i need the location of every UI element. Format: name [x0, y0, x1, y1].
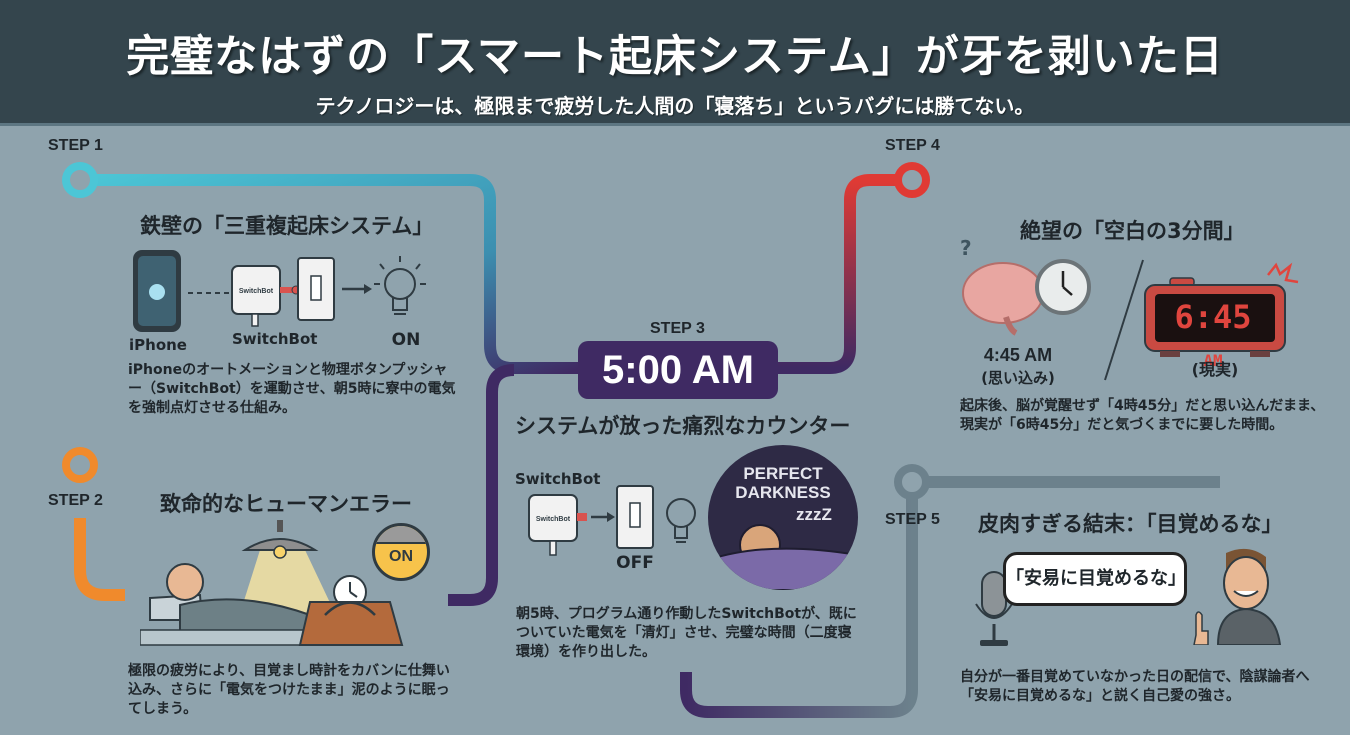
switchbot-label: SwitchBot	[232, 330, 318, 348]
clock-digits: 6:45	[1174, 298, 1252, 336]
step3-title: システムが放った痛烈なカウンター	[515, 414, 851, 438]
ceiling-lamp-icon	[241, 520, 319, 559]
wall-switch-off-icon	[616, 485, 654, 549]
step1-title: 鉄壁の「三重複起床システム」	[140, 214, 434, 238]
step4-description: 起床後、脳が覚醒せず「4時45分」だと思い込んだまま、現実が「6時45分」だと気…	[960, 398, 1325, 433]
time-badge-5am: 5:00 AM	[578, 341, 778, 399]
perfect-darkness-circle: PERFECT DARKNESS zzzZ	[708, 445, 858, 590]
off-label: OFF	[616, 553, 654, 573]
step1-illustration: SwitchBot	[133, 250, 426, 332]
switchbot-logo-text: SwitchBot	[239, 288, 274, 295]
streamer-avatar-icon	[1193, 548, 1282, 645]
wall-switch-icon	[297, 257, 335, 321]
on-speech-badge: ON	[372, 523, 430, 581]
line-step2-vertical	[74, 518, 125, 601]
switchbot-device-icon: SwitchBot	[231, 265, 301, 327]
step3-description: 朝5時、プログラム通り作動したSwitchBotが、既についていた電気を「清灯」…	[516, 606, 857, 660]
perfect-darkness-text: PERFECT DARKNESS	[735, 464, 831, 502]
step2-illustration	[140, 520, 404, 646]
reality-label: (現実)	[1191, 360, 1239, 379]
switchbot-logo-text: SwitchBot	[536, 516, 571, 523]
step3-label: STEP 3	[650, 320, 705, 337]
on-label: ON	[391, 330, 421, 350]
belief-time: 4:45 AM	[983, 345, 1053, 365]
digital-alarm-clock-icon	[1144, 262, 1299, 357]
line-step3-to-step4	[778, 174, 912, 374]
wall-clock-icon	[1035, 259, 1091, 315]
divider-slash	[1104, 259, 1144, 381]
step2-label: STEP 2	[48, 492, 103, 509]
station-step1	[62, 162, 98, 198]
sleeping-person-icon	[708, 524, 858, 590]
clock-display: 6:45 AM	[1158, 298, 1268, 374]
header-banner: 完璧なはずの「スマート起床システム」が牙を剥いた日 テクノロジーは、極限まで疲労…	[0, 0, 1350, 126]
step2-description: 極限の疲労により、目覚まし時計をカバンに仕舞い込み、さらに「電気をつけたまま」泥…	[128, 663, 450, 717]
step1-description: iPhoneのオートメーションと物理ボタンプッシャー（SwitchBot）を運動…	[128, 362, 456, 416]
question-mark-icon: ?	[960, 236, 972, 260]
page-title: 完璧なはずの「スマート起床システム」が牙を剥いた日	[126, 32, 1224, 82]
belief-label: (思い込み)	[981, 369, 1055, 387]
step5-label: STEP 5	[885, 511, 940, 528]
station-step2	[62, 447, 98, 483]
step5-description: 自分が一番目覚めていなかった日の配信で、陰謀論者へ「安易に目覚めるな」と説く自己…	[960, 669, 1310, 704]
lightbulb-off-icon	[666, 498, 696, 543]
speech-bubble: 「安易に目覚めるな」	[1003, 552, 1187, 606]
zzz-icon: zzzZ	[796, 505, 832, 524]
line-step3-bottom	[680, 482, 918, 718]
sleeping-man-icon	[140, 563, 321, 646]
clock-ampm: AM	[1203, 351, 1223, 370]
step4-title: 絶望の「空白の3分間」	[1020, 219, 1245, 243]
arrow-right-icon	[342, 284, 372, 294]
line-step3-left	[448, 364, 515, 606]
step5-title: 皮肉すぎる結末：「目覚めるな」	[978, 512, 1283, 536]
lightbulb-on-icon	[374, 256, 426, 315]
step1-label: STEP 1	[48, 137, 103, 154]
step3-illustration: SwitchBot	[528, 485, 696, 556]
station-step5	[894, 464, 930, 500]
step2-title: 致命的なヒューマンエラー	[160, 492, 412, 516]
alarm-clock-in-bag-icon	[298, 575, 404, 646]
arrow-right-icon	[591, 512, 615, 522]
alarm-ring-icon	[1267, 262, 1299, 284]
page-subtitle: テクノロジーは、極限まで疲労した人間の「寝落ち」というバグには勝てない。	[315, 94, 1035, 118]
lamp-shade-icon	[375, 526, 427, 544]
iphone-icon	[133, 250, 181, 332]
on-badge-text: ON	[389, 548, 413, 565]
switchbot-device-icon: SwitchBot	[528, 494, 587, 556]
iphone-label: iPhone	[129, 336, 187, 354]
pointing-finger-icon	[1193, 611, 1209, 645]
brain-and-clock-icon	[962, 259, 1091, 336]
step4-label: STEP 4	[885, 137, 940, 154]
brain-icon	[962, 262, 1044, 324]
step3-switchbot-label: SwitchBot	[515, 470, 601, 488]
station-step4	[894, 162, 930, 198]
microphone-icon	[975, 571, 1013, 646]
